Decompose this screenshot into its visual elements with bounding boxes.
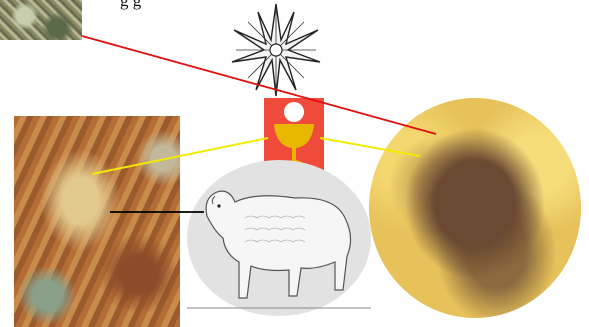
fresco-fragment-image (0, 0, 82, 40)
painting-detail-image (14, 116, 180, 327)
star-icon (228, 2, 324, 98)
lamb-image (185, 158, 373, 316)
pixelated-face-image (369, 98, 581, 318)
caption-text: g g (120, 0, 141, 11)
